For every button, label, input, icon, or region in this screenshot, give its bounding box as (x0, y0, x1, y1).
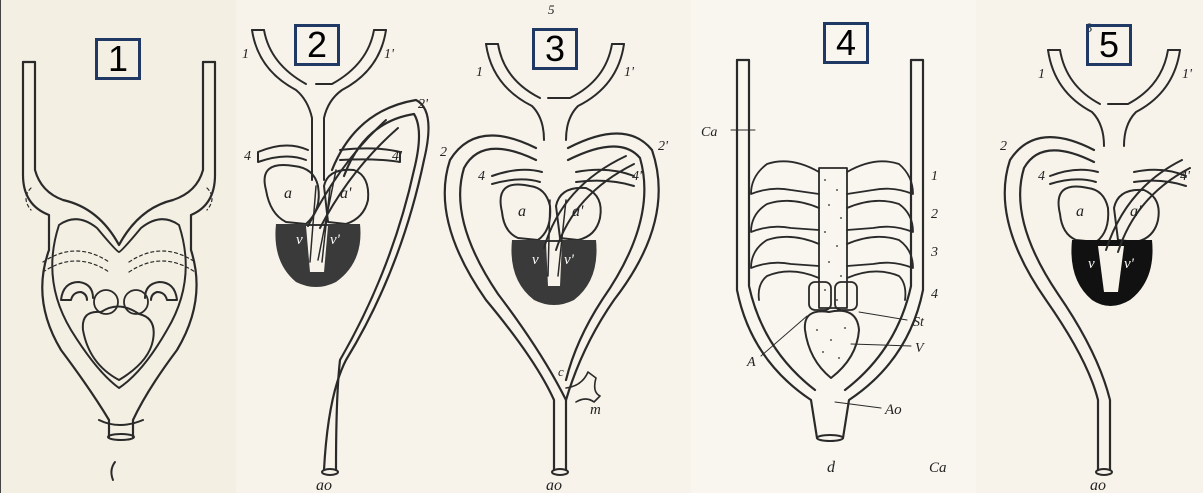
label-a: a (518, 203, 526, 220)
label-ao: ao (316, 477, 332, 493)
label-1: 1 (242, 47, 249, 62)
panel-3-number: 3 (532, 28, 578, 70)
label-a: A (746, 355, 756, 370)
label-ao: ao (546, 477, 562, 493)
label-a-prime: a' (1130, 203, 1142, 220)
panel-1-number: 1 (95, 38, 141, 80)
label-v-prime: v' (1124, 256, 1135, 272)
label-v-prime: v' (564, 252, 575, 268)
label-4: 4 (478, 169, 485, 184)
label-4: 4 (1038, 169, 1045, 184)
label-c: c (558, 364, 564, 379)
label-2prime: 2' (658, 139, 669, 154)
label-ca-bottom: Ca (929, 460, 947, 476)
label-v: V (915, 341, 925, 356)
label-a-prime: a' (572, 203, 584, 220)
arches (751, 161, 913, 300)
label-4prime: 4' (632, 169, 643, 184)
label-v-prime: v' (330, 232, 341, 248)
label-1prime: 1' (1182, 67, 1193, 82)
label-2: 2 (1000, 139, 1007, 154)
panel-2-diagram: 1 1' 2' 4 4' a a' v v' ao 2 (236, 0, 436, 493)
panel-4-drawing: Ca 1 2 3 4 St V A Ao d Ca (691, 0, 976, 493)
label-arch-3: 3 (930, 245, 938, 260)
label-v: v (1088, 256, 1095, 272)
label-d: d (827, 459, 836, 476)
panel-1-diagram: 1 (0, 0, 237, 493)
label-1: 1 (476, 65, 483, 80)
panel-3-diagram: 5 1 1' 2 2' 4 4' a a' v v' c m ao 3 (436, 0, 691, 493)
label-arch-1: 1 (931, 169, 938, 184)
panel-2-number: 2 (294, 24, 340, 66)
panel-5-drawing: 3 1 1' 2 4 4' a a' v v' ao (976, 0, 1203, 493)
label-m: m (590, 402, 601, 418)
label-ao: ao (1090, 477, 1106, 493)
label-2prime: 2' (418, 97, 429, 112)
label-ao: Ao (884, 402, 902, 418)
label-4: 4 (244, 149, 251, 164)
panel-3-drawing: 5 1 1' 2 2' 4 4' a a' v v' c m ao (436, 0, 691, 493)
panel-4-diagram: Ca 1 2 3 4 St V A Ao d Ca 4 (691, 0, 977, 493)
panel-2-drawing: 1 1' 2' 4 4' a a' v v' ao (236, 0, 436, 493)
label-v: v (532, 252, 539, 268)
label-1prime: 1' (624, 65, 635, 80)
label-v: v (296, 232, 303, 248)
label-st: St (913, 315, 925, 330)
label-top: 5 (548, 2, 555, 17)
label-ca-top: Ca (701, 125, 717, 140)
panel-5-number: 5 (1086, 24, 1132, 66)
label-2: 2 (440, 145, 447, 160)
label-arch-2: 2 (931, 207, 938, 222)
label-4prime: 4' (392, 149, 403, 164)
label-4prime: 4' (1180, 169, 1191, 184)
panel-5-diagram: 3 1 1' 2 4 4' a a' v v' ao 5 (976, 0, 1203, 493)
label-a-prime: a' (340, 185, 352, 202)
label-1prime: 1' (384, 47, 395, 62)
label-1: 1 (1038, 67, 1045, 82)
label-a: a (1076, 203, 1084, 220)
label-a: a (284, 185, 292, 202)
panel-4-number: 4 (823, 22, 869, 64)
ventricle-dots (816, 327, 846, 359)
label-arch-4: 4 (931, 287, 938, 302)
